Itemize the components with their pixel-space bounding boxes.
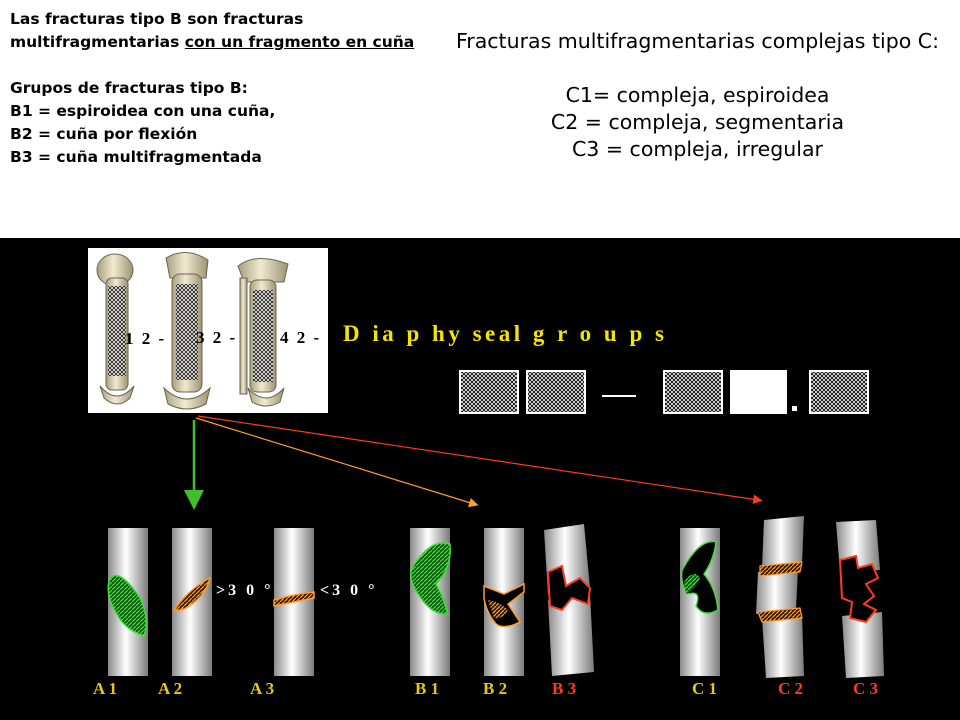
- label-b1: B 1: [415, 679, 440, 698]
- c2-definition: C2 = compleja, segmentaria: [550, 110, 845, 134]
- a1-spiral-fracture: [107, 574, 147, 637]
- type-a-fractures: [107, 528, 315, 676]
- shaft-c3: [836, 520, 884, 678]
- code-box-type: [663, 370, 723, 414]
- shaft-b3: [544, 524, 594, 676]
- c3-irregular-fracture: [838, 554, 880, 624]
- c-type-description: Fracturas multifragmentarias complejas t…: [440, 28, 955, 163]
- code-box-group: [730, 370, 787, 414]
- type-b-fractures: [410, 524, 594, 676]
- c2-segmental-fracture-top: [759, 561, 803, 577]
- code-box-subgroup: [809, 370, 869, 414]
- label-a2: A 2: [158, 679, 183, 698]
- b3-fragmented-wedge: [546, 564, 592, 612]
- wedge-fragment-emphasis: con un fragmento en cuña: [184, 33, 415, 51]
- c1-definition: C1= compleja, espiroidea: [565, 83, 830, 107]
- label-c2: C 2: [778, 679, 804, 698]
- tibia-code-label: 4 2 -: [280, 328, 322, 347]
- b-groups-heading: Grupos de fracturas tipo B:: [10, 79, 248, 97]
- shaft-c2: [756, 516, 804, 678]
- classification-diagram: [88, 248, 884, 678]
- label-b2: B 2: [483, 679, 508, 698]
- code-box-segment: [526, 370, 586, 414]
- b-type-description: Las fracturas tipo B son fracturas multi…: [10, 8, 430, 169]
- classification-code-boxes: [459, 370, 869, 414]
- label-b3: B 3: [552, 679, 577, 698]
- arrow-to-type-b: [195, 417, 479, 508]
- diaphyseal-classification-panel: D ia p hy seal g r o u p s 1 2 - 3 2 - 4…: [0, 238, 960, 720]
- humerus-bone: [96, 253, 135, 405]
- b3-definition: B3 = cuña multifragmentada: [10, 148, 262, 166]
- b-type-intro: Las fracturas tipo B son fracturas multi…: [10, 10, 415, 51]
- arrow-to-type-c: [197, 415, 763, 505]
- diaphyseal-groups-title: D ia p hy seal g r o u p s: [343, 321, 668, 346]
- label-c1: C 1: [692, 679, 718, 698]
- c-type-title: Fracturas multifragmentarias complejas t…: [455, 29, 940, 53]
- c3-definition: C3 = compleja, irregular: [571, 137, 823, 161]
- type-c-fractures: [680, 516, 884, 678]
- b1-definition: B1 = espiroidea con una cuña,: [10, 102, 276, 120]
- label-a3: A 3: [250, 679, 275, 698]
- femur-code-label: 3 2 -: [196, 328, 238, 347]
- femur-bone: [163, 252, 211, 410]
- b2-definition: B2 = cuña por flexión: [10, 125, 198, 143]
- angle-greater-30-label: >3 0 °: [216, 582, 274, 599]
- a2-oblique-fracture: [172, 576, 212, 612]
- c1-complex-spiral: [680, 540, 719, 614]
- bone-illustrations: [88, 248, 328, 413]
- a3-transverse-fracture: [273, 591, 315, 607]
- label-c3: C 3: [853, 679, 879, 698]
- classification-arrows: [184, 415, 763, 510]
- code-box-bone: [459, 370, 519, 414]
- b1-spiral-wedge: [410, 542, 451, 615]
- tibia-fibula-bones: [237, 258, 289, 407]
- code-dot: [792, 406, 797, 411]
- c2-segmental-fracture-bottom: [757, 607, 803, 623]
- humerus-code-label: 1 2 -: [125, 329, 167, 348]
- angle-less-30-label: <3 0 °: [320, 582, 378, 599]
- label-a1: A 1: [93, 679, 118, 698]
